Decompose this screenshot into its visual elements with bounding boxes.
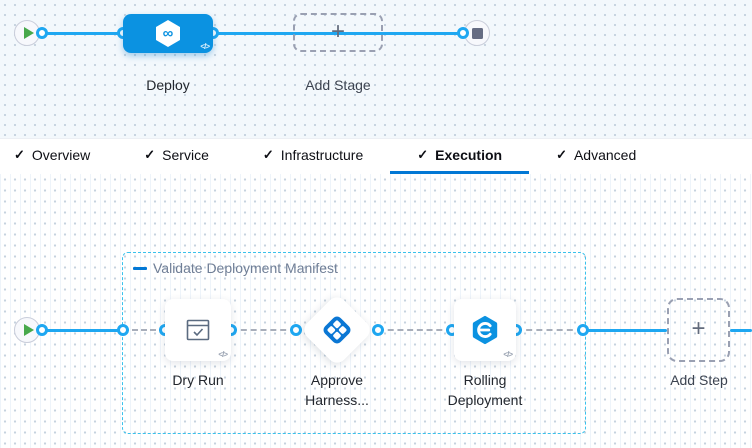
tab-label: Service	[162, 147, 209, 163]
check-icon: ✓	[556, 147, 567, 162]
execution-canvas: Validate Deployment Manifest	[0, 174, 752, 448]
tab-advanced[interactable]: ✓ Advanced	[529, 139, 663, 174]
execution-connector-line	[583, 328, 667, 332]
tab-service[interactable]: ✓ Service	[117, 139, 236, 174]
execution-connector-dashed	[516, 329, 583, 331]
step-node-rolling-deployment[interactable]: </>	[454, 299, 516, 361]
add-stage-button[interactable]: +	[293, 13, 383, 52]
tab-label: Overview	[31, 147, 91, 163]
harness-approval-icon	[323, 316, 351, 344]
tab-overview[interactable]: ✓ Overview	[0, 139, 117, 174]
stage-connector-line	[42, 31, 464, 35]
stop-icon	[471, 27, 483, 39]
collapse-group-icon[interactable]	[133, 266, 147, 270]
execution-connector-line	[42, 328, 123, 332]
code-icon: </>	[200, 42, 210, 51]
stage-config-tabs: ✓ Overview ✓ Service ✓ Infrastructure ✓ …	[0, 139, 752, 174]
execution-connector-dashed	[378, 329, 452, 331]
pipeline-start-node	[14, 20, 40, 46]
step-group-header: Validate Deployment Manifest	[133, 260, 338, 276]
dry-run-checklist-icon	[186, 319, 210, 341]
step-label: Approve Harness...	[305, 372, 369, 408]
check-icon: ✓	[144, 147, 156, 162]
execution-connector-dashed	[231, 329, 296, 331]
plus-icon: +	[330, 17, 345, 45]
play-icon	[23, 27, 34, 39]
connector-port	[117, 324, 129, 336]
connector-port	[36, 27, 48, 39]
connector-port	[290, 324, 302, 336]
stage-canvas: ∞ </> Deploy + Add Stage	[0, 0, 752, 139]
add-stage-label: Add Stage	[305, 77, 371, 93]
step-label: Rolling Deployment	[447, 372, 523, 408]
play-icon	[23, 324, 34, 336]
stage-label: Deploy	[146, 77, 190, 93]
connector-port	[372, 324, 384, 336]
tab-execution[interactable]: ✓ Execution	[390, 139, 530, 174]
connector-port	[36, 324, 48, 336]
check-icon: ✓	[417, 147, 429, 162]
check-icon: ✓	[262, 147, 274, 162]
step-node-dry-run[interactable]: </>	[165, 299, 231, 361]
step-label: Dry Run	[172, 372, 224, 388]
add-step-button[interactable]: +	[667, 298, 730, 362]
harness-cd-icon: ∞	[156, 20, 180, 47]
tab-label: Infrastructure	[280, 147, 364, 163]
tab-label: Advanced	[573, 147, 637, 163]
infinity-glyph: ∞	[162, 25, 174, 42]
step-group-box[interactable]	[122, 252, 586, 434]
connector-port	[577, 324, 589, 336]
tab-infrastructure[interactable]: ✓ Infrastructure	[236, 139, 390, 174]
execution-connector-line	[730, 328, 752, 332]
execution-connector-dashed	[123, 329, 165, 331]
add-step-label: Add Step	[670, 372, 728, 388]
tab-label: Execution	[435, 147, 503, 163]
stage-node-deploy[interactable]: ∞ </>	[123, 14, 213, 53]
code-icon: </>	[503, 350, 513, 359]
rolling-deployment-icon	[472, 315, 498, 345]
connector-port	[457, 27, 469, 39]
plus-icon: +	[691, 315, 706, 342]
check-icon: ✓	[14, 147, 25, 162]
code-icon: </>	[218, 350, 228, 359]
step-group-label: Validate Deployment Manifest	[153, 260, 338, 276]
